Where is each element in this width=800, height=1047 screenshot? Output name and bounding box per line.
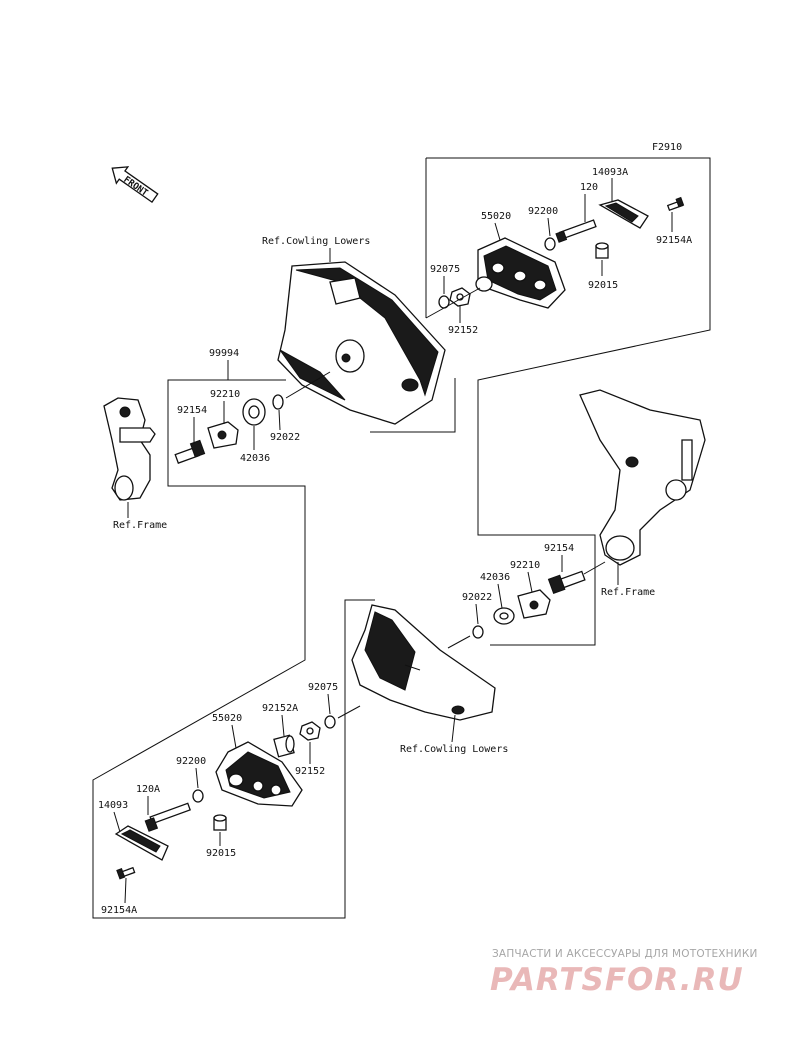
damper-42036-left [242, 398, 266, 426]
screw-92154A-top [666, 196, 685, 212]
frame-left-part [103, 397, 156, 501]
nut-92152-bottom [299, 721, 321, 741]
label-14093: 14093 [98, 800, 128, 811]
label-92152A: 92152A [262, 703, 298, 714]
label-42036-left: 42036 [240, 453, 270, 464]
label-42036-right: 42036 [480, 572, 510, 583]
washer-92200-bottom [192, 789, 204, 803]
washer-92022-left [272, 394, 284, 410]
plate-14093A-part [598, 199, 649, 229]
ref-cowling-upper: Ref.Cowling Lowers [262, 236, 370, 247]
slider-bottom-part [215, 741, 303, 807]
label-92200-top: 92200 [528, 206, 558, 217]
washer-92075-bottom [324, 715, 336, 729]
label-92075-top: 92075 [430, 264, 460, 275]
bolt-92154-left [174, 439, 206, 464]
label-55020-top: 55020 [481, 211, 511, 222]
label-92022-right: 92022 [462, 592, 492, 603]
collar-92152A [273, 734, 295, 758]
damper-42036-right [493, 607, 515, 625]
label-14093A: 14093A [592, 167, 628, 178]
ref-cowling-lower: Ref.Cowling Lowers [400, 744, 508, 755]
collar-92015-top [595, 242, 609, 259]
label-120A: 120A [136, 784, 160, 795]
label-99994: 99994 [209, 348, 239, 359]
group-outline-left [92, 379, 375, 919]
bracket-92210-left [207, 421, 239, 449]
label-92022-left: 92022 [270, 432, 300, 443]
label-92015-top: 92015 [588, 280, 618, 291]
label-92154-left: 92154 [177, 405, 207, 416]
label-92200-bottom: 92200 [176, 756, 206, 767]
label-120: 120 [580, 182, 598, 193]
bracket-92210-right [517, 589, 551, 619]
frame-right-part [579, 389, 706, 566]
label-92015-bottom: 92015 [206, 848, 236, 859]
watermark-brand: PARTSFOR.RU [490, 962, 744, 998]
cowling-lower-upper-part [277, 261, 446, 425]
plate-14093-part [114, 825, 169, 861]
cowling-lower-lower-part [351, 604, 496, 721]
collar-92015-bottom [213, 814, 227, 831]
watermark-tagline: ЗАПЧАСТИ И АКСЕССУАРЫ ДЛЯ МОТОТЕХНИКИ [492, 948, 758, 960]
bolt-92154-right [547, 570, 586, 595]
group-outline-left-upper [370, 378, 456, 433]
group-outline-top [426, 157, 711, 646]
label-92154A-bottom: 92154A [101, 905, 137, 916]
ref-frame-left: Ref.Frame [113, 520, 167, 531]
ref-frame-right: Ref.Frame [601, 587, 655, 598]
washer-92022-right [472, 625, 484, 639]
bolt-120-part [555, 219, 597, 243]
label-92075-bottom: 92075 [308, 682, 338, 693]
label-92210-right: 92210 [510, 560, 540, 571]
front-arrow-icon: FRONT [111, 166, 159, 204]
label-92154-right: 92154 [544, 543, 574, 554]
label-92210-left: 92210 [210, 389, 240, 400]
label-92152-bottom: 92152 [295, 766, 325, 777]
label-92154A-top: 92154A [656, 235, 692, 246]
washer-92200-top [544, 237, 556, 251]
label-55020-bottom: 55020 [212, 713, 242, 724]
bolt-120A-part [144, 802, 191, 832]
diagram-code: F2910 [652, 142, 682, 153]
screw-92154A-bottom [116, 866, 136, 880]
slider-top-part [475, 237, 566, 309]
label-92152-top: 92152 [448, 325, 478, 336]
